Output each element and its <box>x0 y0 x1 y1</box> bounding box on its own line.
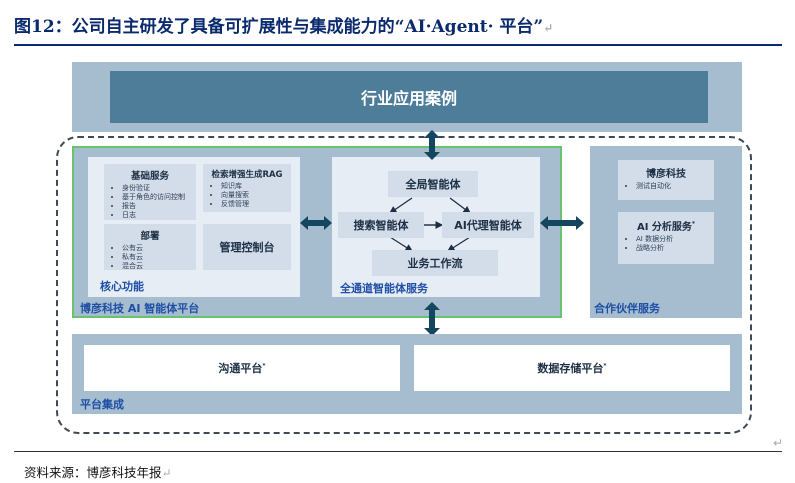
global-to-search-arrow <box>388 197 413 214</box>
agent-service-label: 全通道智能体服务 <box>340 282 428 295</box>
title-rule <box>14 44 782 46</box>
console-card: 管理控制台 <box>203 224 291 270</box>
proxy-to-workflow-arrow <box>446 236 471 252</box>
return-mark: ↵ <box>773 436 784 450</box>
rag-card: 检索增强生成RAG 知识库 向量搜索 反馈管理 <box>203 164 291 212</box>
deployment-title: 部署 <box>140 231 160 242</box>
platform-integration-double-arrow-icon <box>424 302 440 336</box>
rag-item: 知识库 <box>221 182 291 191</box>
basic-services-item: 报告 <box>122 202 196 211</box>
deployment-item: 混合云 <box>122 262 196 271</box>
return-mark: ↵ <box>543 21 554 35</box>
boyan-item: 测试自动化 <box>636 182 714 191</box>
basic-services-item: 基于角色的访问控制 <box>122 193 196 202</box>
basic-services-title: 基础服务 <box>130 171 169 182</box>
source-note: 资料来源：博彦科技年报↵ <box>24 465 172 480</box>
rag-title: 检索增强生成RAG <box>211 170 283 180</box>
communication-platform-label: 沟通平台* <box>218 362 266 375</box>
core-functions-label: 核心功能 <box>100 280 144 293</box>
deployment-item: 私有云 <box>122 253 196 262</box>
figure-title: 图12：公司自主研发了具备可扩展性与集成能力的“AI·Agent· 平台”↵ <box>14 17 554 37</box>
agent-partner-double-arrow-icon <box>540 216 584 230</box>
boyan-card: 博彦科技 测试自动化 <box>618 160 714 200</box>
core-agent-double-arrow-icon <box>300 216 332 230</box>
ai-analysis-title: AI 分析服务* <box>636 220 696 233</box>
communication-platform-box: 沟通平台* <box>84 345 400 391</box>
platform-dashed-boundary <box>56 136 752 434</box>
ai-analysis-card: AI 分析服务* AI 数据分析 战略分析 <box>618 212 714 264</box>
global-agent-node: 全局智能体 <box>388 171 478 197</box>
partner-services-label: 合作伙伴服务 <box>594 302 660 315</box>
search-agent-label: 搜索智能体 <box>353 219 409 232</box>
deployment-card: 部署 公有云 私有云 混合云 <box>104 224 196 270</box>
global-agent-label: 全局智能体 <box>405 178 461 191</box>
boyan-title: 博彦科技 <box>646 169 686 180</box>
workflow-label: 业务工作流 <box>407 257 463 270</box>
proxy-agent-node: AI代理智能体 <box>442 212 534 238</box>
data-storage-platform-label: 数据存储平台* <box>537 362 607 375</box>
ai-platform-label: 博彦科技 AI 智能体平台 <box>80 302 200 315</box>
basic-services-card: 基础服务 身份验证 基于角色的访问控制 报告 日志 <box>104 164 196 220</box>
source-rule <box>14 451 782 452</box>
basic-services-item: 身份验证 <box>122 184 196 193</box>
console-title: 管理控制台 <box>219 241 275 254</box>
rag-item: 反馈管理 <box>221 200 291 209</box>
industry-platform-double-arrow-icon <box>424 130 440 160</box>
ai-analysis-item: AI 数据分析 <box>636 235 714 244</box>
basic-services-item: 日志 <box>122 211 196 220</box>
industry-label: 行业应用案例 <box>360 89 457 108</box>
platform-integration-label: 平台集成 <box>80 398 124 411</box>
ai-analysis-item: 战略分析 <box>636 244 714 253</box>
agent-flow-connectors <box>388 197 472 252</box>
data-storage-platform-box: 数据存储平台* <box>414 345 730 391</box>
search-to-workflow-arrow <box>389 236 414 252</box>
deployment-item: 公有云 <box>122 244 196 253</box>
proxy-agent-label: AI代理智能体 <box>454 219 522 232</box>
global-to-proxy-arrow <box>449 197 472 214</box>
workflow-node: 业务工作流 <box>372 250 498 276</box>
rag-item: 向量搜索 <box>221 191 291 200</box>
industry-bar: 行业应用案例 <box>110 71 708 123</box>
search-agent-node: 搜索智能体 <box>338 212 424 238</box>
